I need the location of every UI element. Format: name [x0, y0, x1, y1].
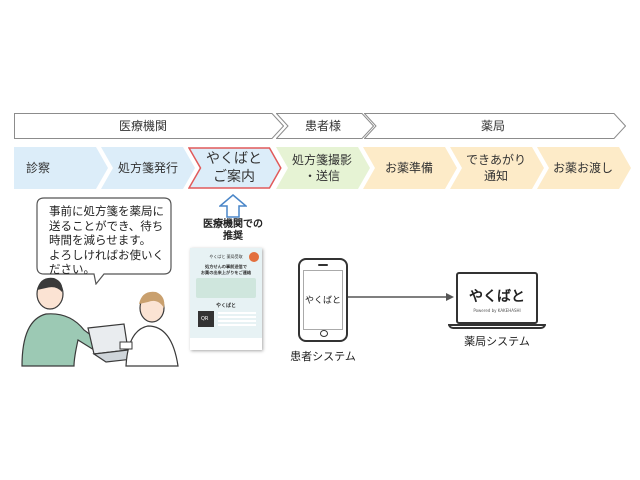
- phase-medical-label: 医療機関: [118, 119, 167, 133]
- step-ready-notify-shape: [450, 147, 544, 189]
- phone-screen: [303, 270, 343, 330]
- step-photo-send-label: 処方箋撮影 ・送信: [291, 153, 352, 183]
- phone-speaker: [318, 264, 328, 266]
- speech-bubble-text: 事前に処方箋を薬局に 送ることができ、待ち 時間を減らせます。 よろしければお使…: [49, 204, 164, 276]
- step-photo-send-shape: [276, 147, 370, 189]
- step-consultation-label: 診察: [26, 161, 51, 175]
- flyer: やくばと 薬局受取 処方せんの事前送信で お薬の出来上がりをご連絡 やくばと Q…: [190, 248, 262, 350]
- step-medicine-prep-shape: [363, 147, 457, 189]
- flyer-badge-icon: [249, 252, 259, 262]
- step-medicine-prep: お薬準備: [363, 147, 457, 189]
- flyer-qr-code: QR: [198, 311, 214, 327]
- flyer-text-lines: [218, 312, 256, 326]
- flyer-headline: 処方せんの事前送信で お薬の出来上がりをご連絡: [200, 264, 252, 275]
- phone-home-button: [320, 330, 328, 337]
- phase-pharmacy-label: 薬局: [480, 119, 505, 133]
- pharmacy-system-label: 薬局システム: [464, 335, 530, 348]
- phase-patient-label: 患者様: [304, 119, 341, 133]
- step-consultation-shape: [14, 147, 108, 189]
- step-yakubato-guide-shape: [188, 147, 282, 189]
- phase-pharmacy-shape: [364, 113, 626, 139]
- phase-patient: 患者様: [276, 113, 374, 139]
- step-handover-shape: [537, 147, 631, 189]
- flyer-header: やくばと 薬局受取: [209, 254, 243, 259]
- step-photo-send: 処方箋撮影 ・送信: [276, 147, 370, 189]
- speech-bubble-shape: [36, 197, 172, 285]
- step-prescription-issue: 処方箋発行: [101, 147, 195, 189]
- laptop-powered-by: Powered by KAKEHASHI: [473, 308, 521, 313]
- patient-phone: やくばと: [298, 258, 348, 342]
- phone-app-logo: やくばと: [304, 296, 341, 306]
- laptop-base: [448, 324, 546, 329]
- step-prescription-issue-shape: [101, 147, 195, 189]
- connector-arrow-icon: [348, 293, 454, 301]
- speech-bubble: 事前に処方箋を薬局に 送ることができ、待ち 時間を減らせます。 よろしければお使…: [36, 197, 172, 285]
- consultation-illustration: [21, 277, 179, 367]
- step-consultation: 診察: [14, 147, 108, 189]
- phase-medical-shape: [14, 113, 284, 139]
- flyer-qr-label: QR: [201, 316, 209, 322]
- recommend-caption: 医療機関での 推奨: [203, 219, 263, 242]
- step-yakubato-guide-label: やくばと ご案内: [206, 151, 262, 185]
- laptop-app-logo: やくばと: [469, 289, 525, 305]
- step-prescription-issue-label: 処方箋発行: [117, 161, 178, 175]
- phase-patient-shape: [276, 113, 374, 139]
- step-handover-label: お薬お渡し: [552, 161, 613, 175]
- phase-medical: 医療機関: [14, 113, 284, 139]
- pharmacy-laptop: やくばと Powered by KAKEHASHI: [456, 272, 538, 324]
- flyer-brand: やくばと: [215, 303, 236, 309]
- phase-pharmacy: 薬局: [364, 113, 626, 139]
- step-ready-notify: できあがり 通知: [450, 147, 544, 189]
- step-medicine-prep-label: お薬準備: [384, 161, 433, 175]
- flyer-illustration: [196, 278, 256, 298]
- step-yakubato-guide: やくばと ご案内: [188, 147, 282, 189]
- step-ready-notify-label: できあがり 通知: [465, 153, 526, 183]
- patient-system-label: 患者システム: [290, 350, 356, 363]
- step-handover: お薬お渡し: [537, 147, 631, 189]
- up-arrow-icon: [219, 194, 247, 218]
- flyer-footer: [190, 338, 262, 350]
